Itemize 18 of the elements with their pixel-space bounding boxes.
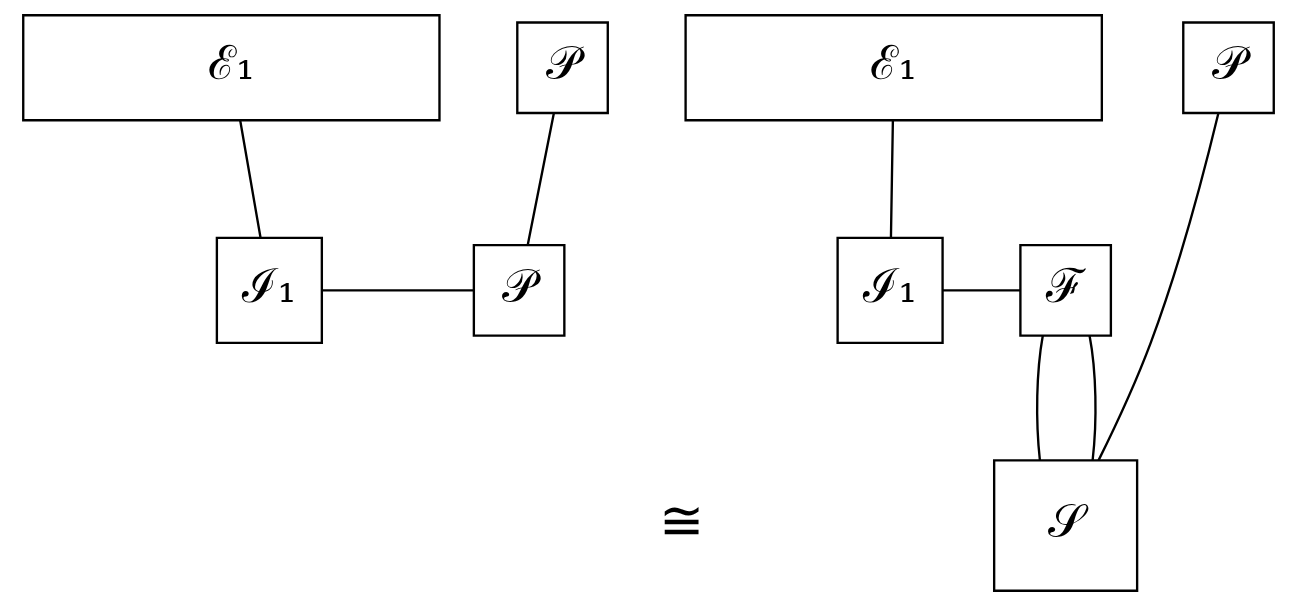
connector bbox=[942, 289, 1021, 292]
node-box: 𝒫 bbox=[1182, 21, 1275, 115]
node-box: ℱ bbox=[1019, 243, 1113, 337]
connector bbox=[889, 120, 895, 238]
node-box: ℰ₁ bbox=[22, 14, 441, 122]
node-box: 𝒮 bbox=[993, 459, 1139, 592]
node-box: 𝒫 bbox=[472, 243, 566, 337]
label: ≅ bbox=[659, 489, 705, 553]
connector bbox=[1088, 335, 1097, 461]
node-box: ℰ₁ bbox=[684, 14, 1103, 122]
connector bbox=[322, 289, 474, 292]
node-box: 𝒫 bbox=[516, 21, 609, 115]
connector bbox=[1035, 335, 1044, 461]
connector bbox=[239, 120, 262, 238]
connector bbox=[526, 113, 555, 246]
connector bbox=[1097, 113, 1220, 461]
node-box: ℐ₁ bbox=[836, 236, 944, 344]
node-box: ℐ₁ bbox=[215, 236, 323, 344]
